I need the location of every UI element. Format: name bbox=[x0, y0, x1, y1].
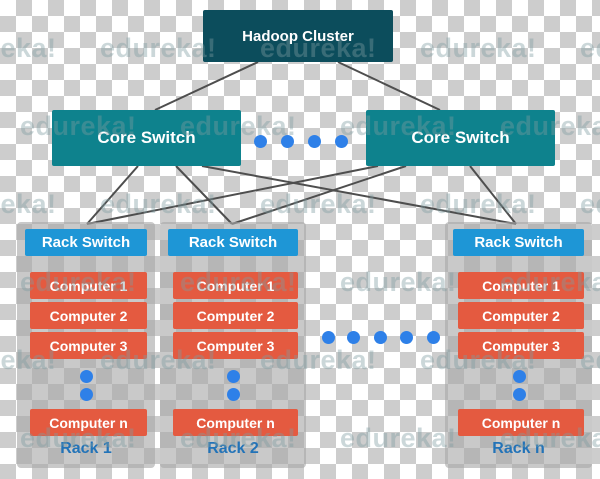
computer-label: Computer 1 bbox=[482, 277, 560, 294]
computer-node: Computer 1 bbox=[458, 272, 584, 299]
ellipsis-dot bbox=[254, 135, 267, 148]
hadoop-cluster-node: Hadoop Cluster bbox=[203, 10, 393, 62]
computer-node: Computer 3 bbox=[173, 332, 298, 359]
ellipsis-dot bbox=[512, 370, 526, 383]
rack-switch-label: Rack Switch bbox=[41, 234, 131, 251]
rack-switch-node: Rack Switch bbox=[25, 229, 147, 256]
computer-node: Computer n bbox=[173, 409, 298, 436]
computer-label: Computer 2 bbox=[49, 307, 128, 324]
rack-switch-label: Rack Switch bbox=[474, 234, 563, 251]
ellipsis-dot bbox=[400, 331, 413, 344]
computer-node: Computer 3 bbox=[30, 332, 147, 359]
computer-label: Computer 1 bbox=[196, 277, 275, 294]
core-switch-node-1: Core Switch bbox=[52, 110, 241, 166]
rack-name-label: Rack 2 bbox=[207, 440, 259, 457]
computer-node: Computer 2 bbox=[458, 302, 584, 329]
ellipsis-dot bbox=[374, 331, 387, 344]
computer-label: Computer 2 bbox=[482, 307, 560, 324]
connector-line bbox=[86, 165, 379, 225]
computer-node: Computer n bbox=[458, 409, 584, 436]
connector-line bbox=[175, 165, 233, 225]
rack-name-label: Rack 1 bbox=[60, 440, 112, 457]
computer-label: Computer 2 bbox=[196, 307, 275, 324]
rack-switch-node: Rack Switch bbox=[168, 229, 298, 256]
ellipsis-dot bbox=[512, 388, 526, 401]
rack-n: Rack Switch Computer 1 Computer 2 Comput… bbox=[445, 222, 592, 468]
rack-switch-label: Rack Switch bbox=[188, 234, 278, 251]
rack-2: Rack Switch Computer 1 Computer 2 Comput… bbox=[160, 222, 306, 468]
ellipsis-dot bbox=[227, 370, 240, 383]
core-switch-label: Core Switch bbox=[411, 128, 510, 147]
computer-label: Computer 3 bbox=[482, 337, 560, 354]
hadoop-cluster-label: Hadoop Cluster bbox=[242, 27, 354, 45]
computer-label: Computer 3 bbox=[49, 337, 128, 354]
ellipsis-dot bbox=[427, 331, 440, 344]
computer-label: Computer n bbox=[481, 414, 561, 431]
ellipsis-dot bbox=[80, 388, 93, 401]
core-switch-node-2: Core Switch bbox=[366, 110, 555, 166]
ellipsis-dot bbox=[281, 135, 294, 148]
ellipsis-dot bbox=[308, 135, 321, 148]
connector-line bbox=[231, 165, 407, 225]
rack-1: Rack Switch Computer 1 Computer 2 Comput… bbox=[17, 222, 155, 468]
computer-label: Computer n bbox=[49, 414, 128, 431]
computer-node: Computer 2 bbox=[173, 302, 298, 329]
connector-line bbox=[86, 165, 139, 225]
computer-node: Computer 1 bbox=[30, 272, 147, 299]
computer-label: Computer n bbox=[196, 414, 275, 431]
computer-node: Computer 3 bbox=[458, 332, 584, 359]
computer-node: Computer n bbox=[30, 409, 147, 436]
computer-node: Computer 1 bbox=[173, 272, 298, 299]
rack-name-label: Rack n bbox=[492, 440, 545, 457]
ellipsis-dot bbox=[347, 331, 360, 344]
ellipsis-dot bbox=[335, 135, 348, 148]
connector-line bbox=[469, 165, 517, 225]
ellipsis-dot bbox=[80, 370, 93, 383]
computer-label: Computer 1 bbox=[49, 277, 128, 294]
ellipsis-dot bbox=[322, 331, 335, 344]
connector-line bbox=[337, 61, 441, 111]
ellipsis-dot bbox=[227, 388, 240, 401]
rack-switch-node: Rack Switch bbox=[453, 229, 584, 256]
connector-line bbox=[154, 61, 259, 111]
computer-label: Computer 3 bbox=[196, 337, 275, 354]
computer-node: Computer 2 bbox=[30, 302, 147, 329]
core-switch-label: Core Switch bbox=[97, 128, 196, 147]
connector-line bbox=[201, 165, 517, 225]
